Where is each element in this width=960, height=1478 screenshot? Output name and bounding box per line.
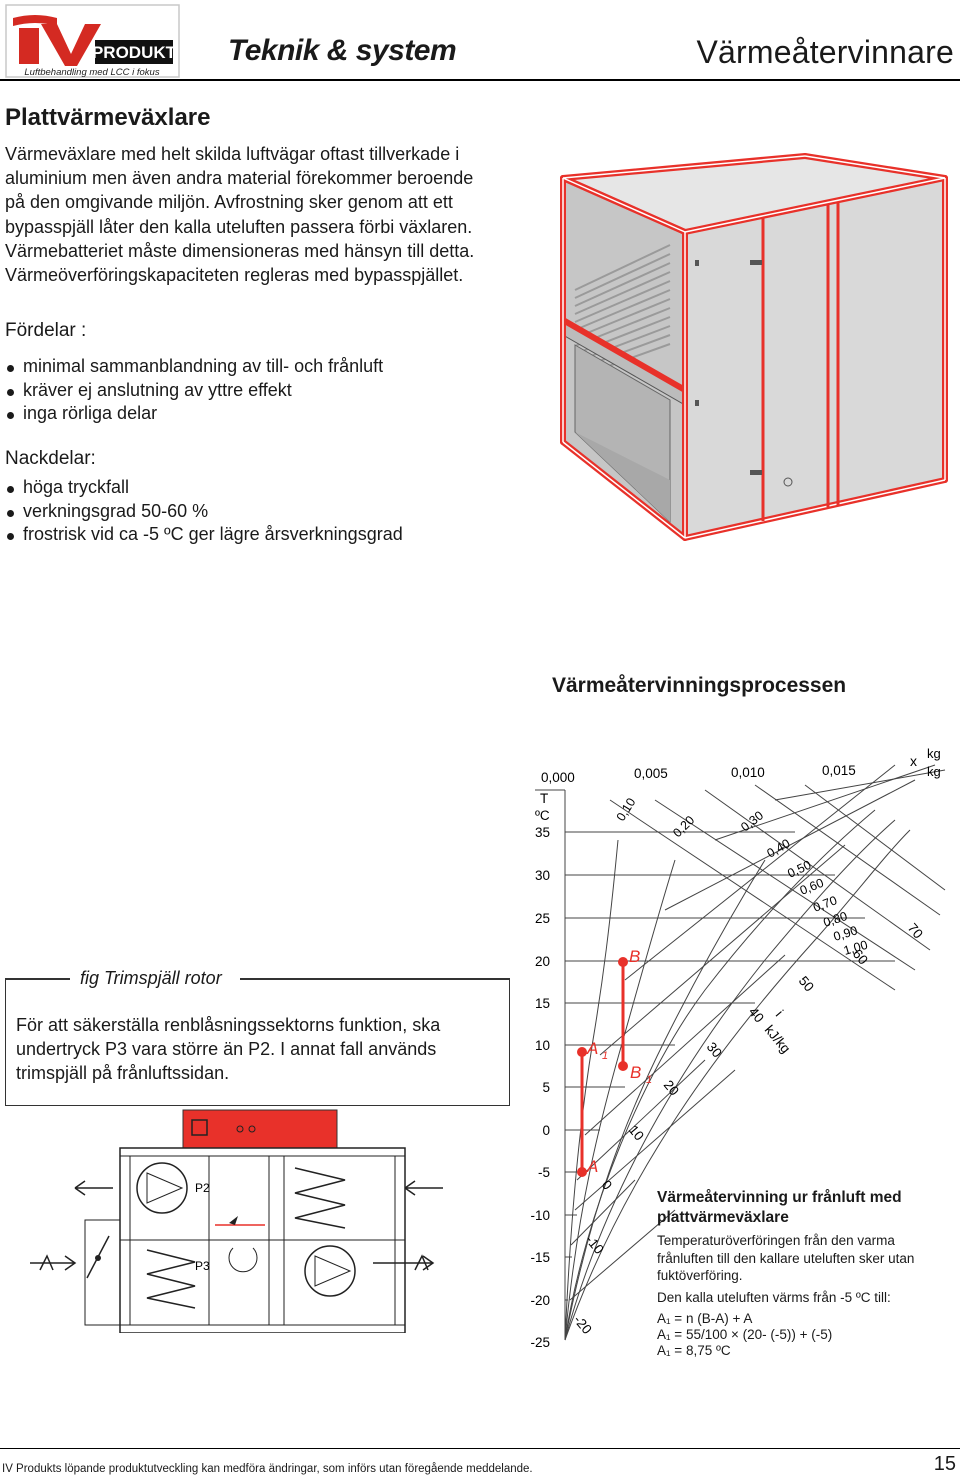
t-tick-label: 20 — [535, 954, 550, 969]
t-tick-label: -10 — [530, 1208, 550, 1223]
enthalpy-label: 30 — [704, 1039, 725, 1060]
point-b — [618, 957, 628, 967]
enthalpy-label: 50 — [796, 973, 817, 994]
fan-icon — [304, 1245, 356, 1297]
p2-label: P2 — [195, 1181, 210, 1195]
list-item: verkningsgrad 50-60 % — [5, 500, 403, 524]
mollier-diagram: 0,000 0,005 0,010 0,015 x kg kg T ºC 35 … — [530, 746, 946, 1350]
nackdelar-heading: Nackdelar: — [5, 448, 96, 469]
enthalpy-unit-i: i — [773, 1007, 786, 1019]
enthalpy-label: 40 — [746, 1004, 767, 1025]
header-rule — [0, 79, 960, 81]
side-equation: A₁ = n (B-A) + A — [657, 1311, 753, 1326]
list-item: kräver ej anslutning av yttre effekt — [5, 379, 383, 403]
rh-label: 0,90 — [832, 923, 859, 944]
t-tick-label: 25 — [535, 911, 550, 926]
fordelar-heading: Fördelar : — [5, 320, 87, 341]
side-title: Värmeåtervinning ur frånluft med plattvä… — [657, 1189, 902, 1226]
enthalpy-label: 60 — [850, 946, 871, 967]
side-equation-result: A₁ = 8,75 ºC — [657, 1343, 731, 1358]
point-a1-sub: 1 — [602, 1050, 608, 1062]
airflow-arrow — [74, 1180, 113, 1196]
t-tick-label: -25 — [530, 1335, 550, 1350]
t-tick-label: 0 — [542, 1123, 550, 1138]
airflow-arrow — [30, 1255, 77, 1271]
enthalpy-label: 70 — [905, 920, 926, 941]
enthalpy-label: 0 — [599, 1177, 615, 1192]
brand-title: Teknik & system — [228, 34, 457, 67]
rh-label: 0,50 — [785, 858, 813, 881]
rh-label: 0,20 — [670, 813, 697, 840]
airflow-arrow — [373, 1255, 435, 1271]
rh-label: 0,10 — [614, 795, 639, 823]
airflow-arrow — [404, 1180, 443, 1196]
side-description: Temperaturöverföringen från den varma fr… — [657, 1233, 915, 1283]
t-tick-label: 35 — [535, 825, 550, 840]
fordelar-list: minimal sammanblandning av till- och frå… — [5, 355, 383, 426]
figure-caption: fig Trimspjäll rotor — [80, 968, 222, 988]
point-a-label: A — [586, 1157, 598, 1176]
x-tick-label: 0,000 — [541, 770, 575, 785]
saturation-curve — [564, 809, 876, 1341]
t-axis-label: T — [540, 791, 548, 806]
x-tick-label: 0,015 — [822, 763, 856, 778]
t-tick-label: -15 — [530, 1250, 550, 1265]
point-a — [577, 1167, 587, 1177]
enthalpy-unit: kJ/kg — [762, 1022, 794, 1056]
point-b-label: B — [629, 947, 640, 966]
rotor-schematic: P2 P3 — [30, 1109, 443, 1333]
t-tick-label: 30 — [535, 868, 550, 883]
rh-label: 1,00 — [842, 938, 869, 958]
t-tick-label: -5 — [538, 1165, 550, 1180]
point-a1-label: A — [586, 1039, 598, 1058]
enthalpy-label: 10 — [626, 1122, 647, 1143]
control-box — [182, 1109, 338, 1149]
filter-icon — [294, 1167, 346, 1229]
t-tick-label: 10 — [535, 1038, 550, 1053]
list-item: frostrisk vid ca -5 ºC ger lägre årsverk… — [5, 523, 403, 547]
list-item: höga tryckfall — [5, 476, 403, 500]
side-equation-intro: Den kalla uteluften värms från -5 ºC til… — [657, 1290, 891, 1305]
page-number: 15 — [933, 1453, 956, 1475]
x-unit-num: kg — [927, 746, 941, 761]
filter-icon — [146, 1249, 196, 1309]
t-tick-label: 5 — [542, 1080, 550, 1095]
figure-box-top-rule — [5, 978, 70, 980]
enthalpy-label: 20 — [661, 1077, 682, 1098]
figure-box-top-rule — [240, 978, 510, 980]
point-b1 — [618, 1061, 628, 1071]
t-tick-label: -20 — [530, 1293, 550, 1308]
x-tick-label: 0,005 — [634, 766, 668, 781]
list-item: inga rörliga delar — [5, 402, 383, 426]
footer-rule — [0, 1448, 960, 1449]
x-tick-label: 0,010 — [731, 765, 765, 780]
point-b1-label: B — [630, 1063, 641, 1082]
nackdelar-list: höga tryckfall verkningsgrad 50-60 % fro… — [5, 476, 403, 547]
p3-label: P3 — [195, 1259, 210, 1273]
plate-heat-exchanger-illustration — [560, 153, 948, 541]
svg-text:Luftbehandling med LCC i fokus: Luftbehandling med LCC i fokus — [24, 67, 159, 78]
figure-box — [5, 978, 510, 1106]
rotor-icon — [228, 1247, 258, 1273]
svg-text:PRODUKT: PRODUKT — [92, 43, 177, 62]
enthalpy-label: -10 — [583, 1232, 607, 1257]
point-b1-sub: 1 — [646, 1074, 652, 1086]
figure-text: För att säkerställa renblåsningssektorns… — [16, 1015, 441, 1083]
intro-paragraph: Värmeväxlare med helt skilda luftvägar o… — [5, 144, 475, 286]
article-title: Plattvärmeväxlare — [5, 104, 211, 131]
t-tick-label: 15 — [535, 996, 550, 1011]
footer-text: IV Produkts löpande produktutveckling ka… — [2, 1463, 533, 1475]
t-axis-unit: ºC — [535, 808, 550, 823]
iv-produkt-logo: PRODUKT Luftbehandling med LCC i fokus — [5, 4, 180, 78]
process-title: Värmeåtervinningsprocessen — [552, 674, 847, 697]
side-equation: A₁ = 55/100 × (20- (-5)) + (-5) — [657, 1327, 833, 1342]
fan-icon — [136, 1162, 188, 1214]
list-item: minimal sammanblandning av till- och frå… — [5, 355, 383, 379]
point-a1 — [577, 1047, 587, 1057]
x-unit-den: kg — [927, 764, 941, 779]
section-title: Värmeåtervinnare — [696, 34, 954, 70]
x-unit-prefix: x — [910, 753, 917, 769]
rh-label: 0,40 — [765, 836, 793, 860]
